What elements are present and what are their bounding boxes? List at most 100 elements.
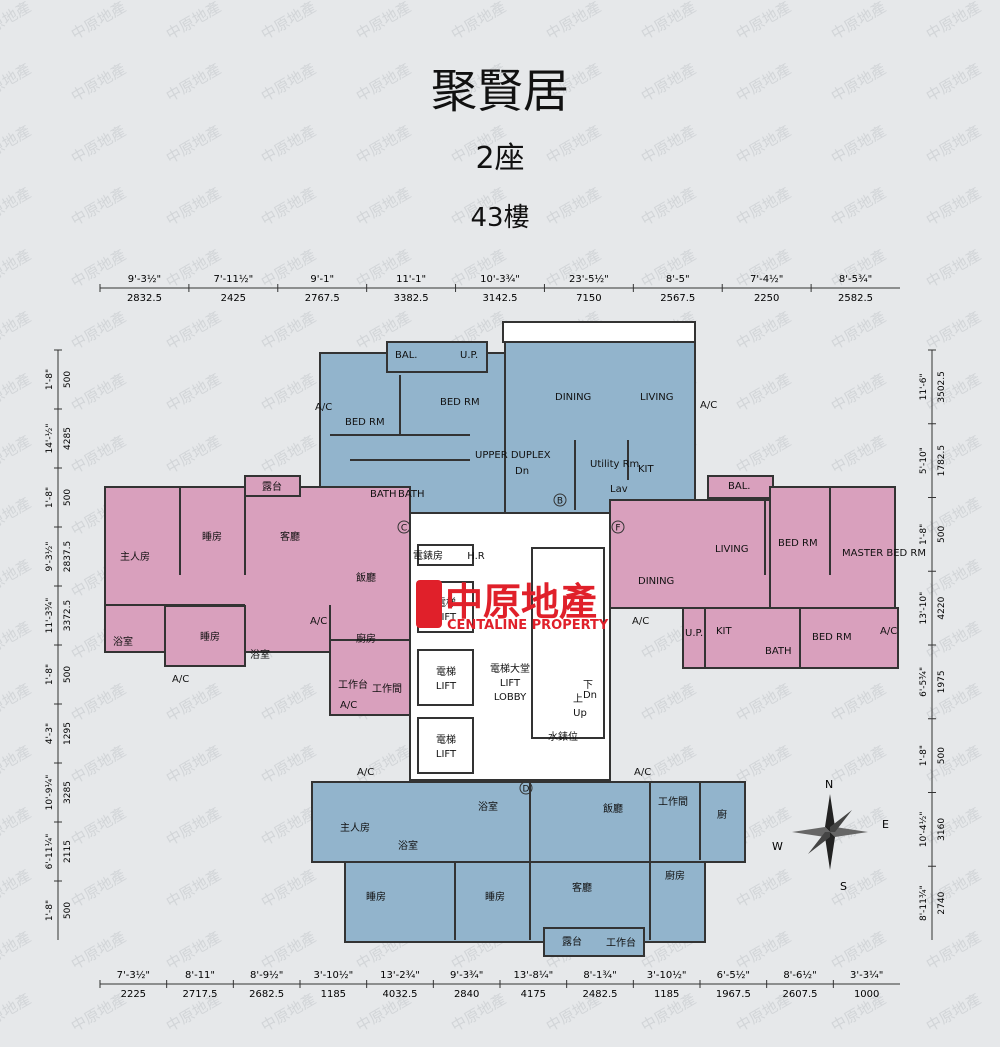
compass: N E S W	[772, 778, 889, 893]
watermark-text: 中原地產	[353, 0, 414, 43]
unit-c-room-label: 廚房	[356, 632, 376, 645]
left-dim-imperial: 11'-3¾"	[45, 598, 55, 634]
right-dim-imperial: 1'-8"	[919, 524, 929, 545]
hr-label: H.R	[467, 551, 485, 562]
unit-b-room-label: A/C	[700, 400, 717, 411]
lobby-en1: LIFT	[500, 678, 521, 689]
watermark-text: 中原地產	[258, 804, 319, 850]
left-dim-metric: 4285	[63, 427, 73, 450]
left-dim-imperial: 6'-11¼"	[45, 834, 55, 870]
lift3-cn: 電梯	[436, 733, 456, 746]
watermark-text: 中原地產	[733, 680, 794, 726]
left-dim-metric: 500	[63, 489, 73, 506]
bottom-dim-metric: 1000	[854, 989, 879, 1000]
watermark-text: 中原地產	[163, 742, 224, 788]
unit-c-room-label: 睡房	[200, 630, 220, 643]
top-dim-metric: 2582.5	[838, 293, 873, 304]
watermark-text: 中原地產	[68, 246, 129, 292]
right-dim-imperial: 6'-5¾"	[919, 667, 929, 697]
watermark-text: 中原地產	[68, 680, 129, 726]
watermark-text: 中原地產	[68, 308, 129, 354]
unit-f-room-label: A/C	[632, 616, 649, 627]
watermark-text: 中原地產	[0, 866, 34, 912]
lift2-en: LIFT	[436, 681, 457, 692]
watermark-text: 中原地產	[0, 370, 34, 416]
watermark-text: 中原地產	[0, 804, 34, 850]
unit-c-marker-label: C	[401, 524, 407, 534]
watermark-text: 中原地產	[258, 0, 319, 43]
stair-up: Up	[573, 708, 587, 719]
unit-b-room-label: U.P.	[460, 350, 478, 361]
unit-d-room-label: 浴室	[478, 800, 498, 813]
watermark-text: 中原地產	[923, 0, 984, 43]
left-dim-imperial: 1'-8"	[45, 487, 55, 508]
left-dim-metric: 500	[63, 666, 73, 683]
watermark-text: 中原地產	[68, 742, 129, 788]
top-dim-metric: 2425	[221, 293, 246, 304]
unit-b-marker-label: B	[557, 497, 563, 507]
watermark-text: 中原地產	[68, 0, 129, 43]
watermark-text: 中原地產	[733, 866, 794, 912]
bottom-dim-imperial: 13'-2¾"	[380, 970, 420, 981]
left-dim-metric: 500	[63, 902, 73, 919]
core	[409, 512, 611, 781]
right-dim-metric: 500	[937, 747, 947, 764]
unit-d-room-label: A/C	[357, 767, 374, 778]
watermark-text: 中原地產	[0, 308, 34, 354]
bottom-dim-metric: 4032.5	[383, 989, 418, 1000]
left-dim-imperial: 1'-8"	[45, 664, 55, 685]
watermark-text: 中原地產	[733, 308, 794, 354]
watermark-text: 中原地產	[0, 432, 34, 478]
watermark-text: 中原地產	[828, 308, 889, 354]
top-dim-imperial: 7'-4½"	[750, 273, 783, 285]
watermark-text: 中原地產	[68, 370, 129, 416]
lift2-cn: 電梯	[436, 665, 456, 678]
unit-c-room-label: 露台	[262, 480, 282, 493]
unit-d-room-label: 主人房	[340, 821, 370, 834]
unit-d-room-label: 客廳	[572, 881, 592, 894]
right-dim-metric: 4220	[937, 596, 947, 619]
unit-d	[311, 781, 746, 957]
unit-b-room-label: A/C	[315, 402, 332, 413]
watermark-text: 中原地產	[258, 308, 319, 354]
unit-f-room-label: BATH	[765, 646, 792, 657]
right-dim-imperial: 10'-4½"	[919, 811, 929, 847]
watermark-text: 中原地產	[733, 432, 794, 478]
watermark-text: 中原地產	[163, 370, 224, 416]
left-dim-metric: 3285	[63, 781, 73, 804]
block-number: 2座	[475, 141, 525, 176]
bottom-dim-metric: 2717.5	[183, 989, 218, 1000]
watermark-text: 中原地產	[68, 804, 129, 850]
building-name: 聚賢居	[431, 64, 569, 118]
watermark-text: 中原地產	[828, 370, 889, 416]
watermark-text: 中原地產	[733, 370, 794, 416]
bottom-dim-imperial: 8'-9½"	[250, 969, 283, 981]
top-dim-metric: 2767.5	[305, 293, 340, 304]
bottom-dim-metric: 2482.5	[583, 989, 618, 1000]
left-dim-metric: 2837.5	[63, 541, 73, 573]
right-dim-metric: 3502.5	[937, 371, 947, 403]
unit-f-room-label: BED RM	[778, 538, 818, 549]
unit-b-room-label: Utility Rm	[590, 459, 639, 470]
left-dim-imperial: 1'-8"	[45, 369, 55, 390]
unit-d-room-label: 廚	[717, 808, 727, 821]
left-dim-imperial: 14'-½"	[45, 423, 55, 453]
unit-f-room-label: BAL.	[728, 481, 750, 492]
bottom-dim-imperial: 7'-3½"	[117, 969, 150, 981]
lift1-en: LIFT	[436, 612, 457, 623]
unit-b-room-label: Dn	[515, 466, 529, 477]
left-dim-metric: 2115	[63, 840, 73, 863]
unit-c-room-label: A/C	[340, 700, 357, 711]
unit-b-room-label: BAL.	[395, 350, 417, 361]
watermark-text: 中原地產	[258, 866, 319, 912]
unit-f-room-label: LIVING	[715, 544, 749, 555]
unit-f-marker	[611, 520, 625, 534]
right-dim-imperial: 5'-10"	[919, 447, 929, 474]
watermark-text: 中原地產	[0, 618, 34, 664]
bottom-dim-imperial: 8'-6½"	[783, 969, 816, 981]
right-dim-metric: 500	[937, 526, 947, 543]
watermark-text: 中原地產	[923, 308, 984, 354]
unit-c	[104, 475, 411, 716]
unit-c-room-label: 客廳	[280, 530, 300, 543]
watermark-text: 中原地產	[163, 866, 224, 912]
